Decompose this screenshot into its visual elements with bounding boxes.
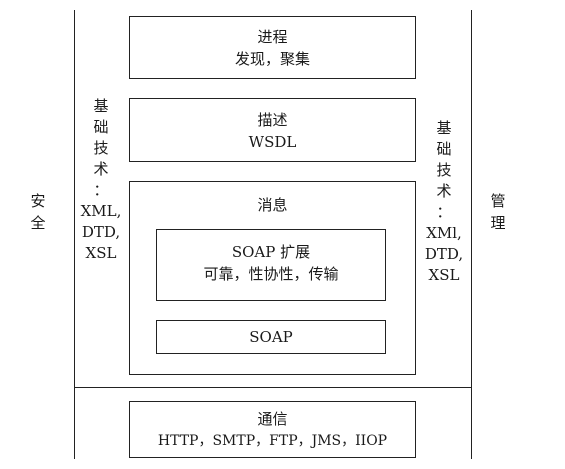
description-layer-box: 描述 WSDL <box>129 98 416 162</box>
transport-divider-line <box>74 387 472 388</box>
soap-extension-subtitle: 可靠，性协性，传输 <box>203 265 339 283</box>
soap-extension-title: SOAP 扩展 <box>231 243 311 261</box>
message-layer-title: 消息 <box>257 196 288 214</box>
management-label: 管 理 <box>490 192 506 232</box>
right-boundary-line <box>471 10 472 459</box>
description-layer-subtitle: WSDL <box>248 133 297 151</box>
communication-layer-title: 通信 <box>257 410 288 428</box>
communication-layer-subtitle: HTTP，SMTP，FTP，JMS，IIOP <box>157 433 388 449</box>
left-boundary-line <box>74 10 75 459</box>
process-layer-subtitle: 发现，聚集 <box>234 50 310 68</box>
description-layer-title: 描述 <box>257 111 288 129</box>
process-layer-title: 进程 <box>257 28 288 46</box>
communication-layer-box: 通信 HTTP，SMTP，FTP，JMS，IIOP <box>129 401 416 458</box>
soap-box: SOAP <box>156 320 386 354</box>
process-layer-box: 进程 发现，聚集 <box>129 16 416 79</box>
security-label: 安 全 <box>30 192 46 232</box>
soap-extension-box: SOAP 扩展 可靠，性协性，传输 <box>156 229 386 301</box>
soap-title: SOAP <box>249 328 293 346</box>
right-base-tech-column: 基 础 技 术 ： XMl, DTD, XSL <box>424 119 464 284</box>
left-base-tech-column: 基 础 技 术 ： XML, DTD, XSL <box>80 97 122 262</box>
